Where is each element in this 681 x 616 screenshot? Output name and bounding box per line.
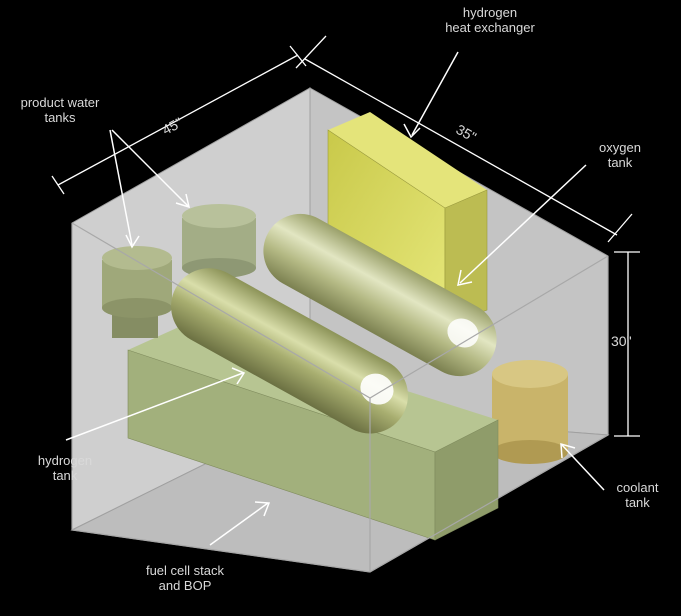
- label-product-water-tanks: product water tanks: [20, 95, 100, 125]
- product-water-tank-front: [102, 246, 172, 338]
- label-hydrogen-tank: hydrogen tank: [37, 453, 93, 483]
- leader-arrows: [65, 51, 605, 546]
- dimension-height: 30": [611, 333, 632, 349]
- enclosure-edges: [71, 222, 609, 573]
- dimension-lines: [51, 35, 640, 437]
- label-hydrogen-heat-exchanger: hydrogen heat exchanger: [445, 5, 535, 35]
- coolant-tank: [492, 360, 568, 464]
- product-water-tank-back: [182, 204, 256, 278]
- label-coolant-tank: coolant tank: [616, 480, 659, 510]
- label-fuel-cell-stack: fuel cell stack and BOP: [145, 563, 225, 593]
- oxygen-tank: [263, 213, 497, 377]
- label-oxygen-tank: oxygen tank: [599, 140, 641, 170]
